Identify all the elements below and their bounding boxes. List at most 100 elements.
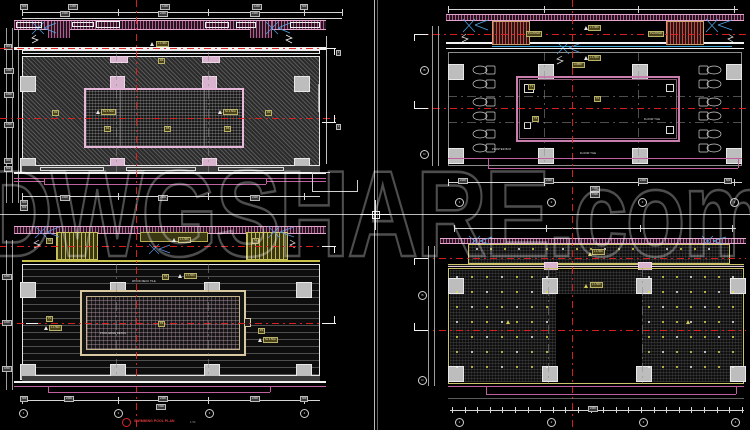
wall-line bbox=[446, 20, 744, 21]
pile-dot bbox=[476, 248, 478, 250]
section-cut-icon bbox=[414, 34, 428, 35]
dim-tick bbox=[208, 193, 209, 200]
column bbox=[726, 64, 742, 80]
grid-bubble-icon: 1 bbox=[455, 418, 464, 427]
pile-dot bbox=[471, 306, 473, 308]
grid-bubble-icon: B bbox=[418, 291, 427, 300]
grid-bubble-icon: 2 bbox=[547, 198, 556, 207]
grid-line bbox=[638, 52, 639, 166]
room-tag: P1 bbox=[46, 316, 54, 322]
grid-line bbox=[448, 122, 742, 123]
column bbox=[296, 282, 312, 298]
dim-tick bbox=[641, 407, 642, 413]
stair-hatch bbox=[666, 21, 704, 45]
opening bbox=[40, 167, 104, 171]
boundary-line bbox=[488, 158, 489, 168]
pile-dot bbox=[516, 351, 518, 353]
pile-dot bbox=[546, 291, 548, 293]
section-cut-icon bbox=[334, 48, 335, 55]
pile-dot bbox=[648, 291, 650, 293]
pool-outlet bbox=[244, 318, 251, 327]
section-cut-icon bbox=[322, 323, 336, 324]
opening bbox=[72, 22, 94, 27]
dimension-text: 2400 bbox=[638, 178, 648, 184]
dim-tick bbox=[734, 6, 735, 13]
wall-line bbox=[14, 172, 326, 174]
pile-dot bbox=[732, 336, 734, 338]
viewport-top-right[interactable]: L 1.500 L 1.500 PLANTER PLANTER LOBBY T1… bbox=[376, 0, 750, 214]
dimension-text: 2400 bbox=[544, 178, 554, 184]
pile-dot bbox=[456, 366, 458, 368]
section-cut-icon bbox=[414, 258, 428, 259]
reference-line bbox=[326, 36, 327, 164]
section-cut-icon bbox=[334, 115, 335, 122]
level-note: L 1.500 bbox=[590, 282, 603, 288]
pile-dot bbox=[501, 291, 503, 293]
pile-dot bbox=[516, 291, 518, 293]
wall-band-bottom bbox=[22, 166, 320, 172]
pile-dot bbox=[501, 276, 503, 278]
pile-dot bbox=[518, 248, 520, 250]
pile-dot bbox=[704, 276, 706, 278]
detail-mask bbox=[330, 172, 358, 180]
pile-dot bbox=[732, 276, 734, 278]
room-tag: P4 bbox=[258, 328, 266, 334]
pile-dot bbox=[456, 336, 458, 338]
dim-tick bbox=[704, 407, 705, 413]
section-cut-icon bbox=[414, 108, 428, 109]
pile-dot bbox=[501, 351, 503, 353]
elevation-marker-icon bbox=[218, 110, 222, 114]
grid-centerline-horizontal bbox=[0, 323, 340, 324]
wall-line bbox=[14, 29, 326, 30]
column bbox=[636, 278, 652, 294]
pile-block-right bbox=[642, 270, 742, 382]
dimension-text: 2400 bbox=[158, 396, 168, 402]
dim-tick bbox=[653, 407, 655, 413]
beam-nib bbox=[110, 56, 128, 63]
grid-line bbox=[116, 52, 117, 172]
pile-dot bbox=[486, 366, 488, 368]
wall-band-top bbox=[14, 226, 326, 233]
dim-extension bbox=[18, 28, 19, 203]
pile-dot bbox=[732, 366, 734, 368]
dim-tick bbox=[678, 407, 680, 413]
dimension-text: 2400 bbox=[60, 11, 70, 17]
pile-dot bbox=[532, 248, 534, 250]
viewport-bottom-right[interactable]: L 1.500 L 1.500 B D 2400 1 2 3 4 bbox=[376, 216, 750, 430]
dim-tick bbox=[578, 407, 579, 413]
elevation-marker-icon bbox=[584, 26, 588, 30]
pile-dot bbox=[490, 248, 492, 250]
pile-dot bbox=[648, 276, 650, 278]
grid-centerline-vertical bbox=[572, 0, 573, 214]
pile-dot bbox=[666, 248, 668, 250]
viewport-bottom-left[interactable]: L 1.500 L 1.500 L 1.500 SL 3.50m WOOD DE… bbox=[0, 216, 374, 430]
pile-dot bbox=[648, 351, 650, 353]
dim-tick bbox=[208, 397, 209, 404]
pile-dot bbox=[704, 336, 706, 338]
grid-centerline-horizontal bbox=[416, 108, 746, 109]
column bbox=[448, 148, 464, 164]
elevation-marker-icon bbox=[96, 110, 100, 114]
grid-line bbox=[208, 264, 209, 376]
elevation-marker-icon bbox=[172, 238, 176, 242]
dim-line bbox=[22, 400, 320, 401]
dimension-text: 7200 bbox=[590, 192, 600, 198]
pile-dot bbox=[690, 291, 692, 293]
dim-line bbox=[22, 12, 342, 13]
pile-dot bbox=[504, 248, 506, 250]
grid-bubble-icon: 4 bbox=[730, 198, 739, 207]
beam-nib bbox=[202, 56, 220, 63]
pile-dot bbox=[531, 276, 533, 278]
column bbox=[542, 366, 558, 382]
viewport-top-left[interactable]: 2400 2400 2400 600 1200 1200 1200 600 90… bbox=[0, 0, 374, 214]
dimension-text: 2400 bbox=[458, 178, 468, 184]
pile-dot bbox=[531, 336, 533, 338]
pile-dot bbox=[531, 291, 533, 293]
stair-break-icon bbox=[148, 243, 171, 255]
pile-dot bbox=[456, 276, 458, 278]
grid-centerline-horizontal bbox=[422, 330, 746, 331]
pile-dot bbox=[662, 276, 664, 278]
pile-dot bbox=[604, 248, 606, 250]
